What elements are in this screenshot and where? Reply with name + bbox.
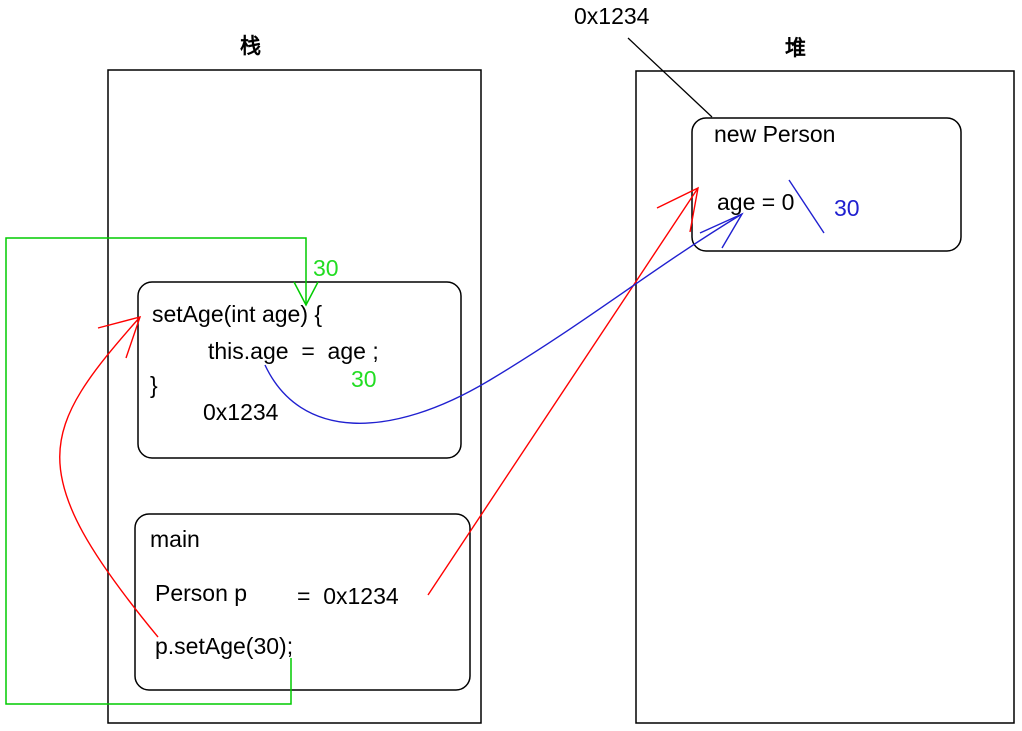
param-pass-arrowhead [293,281,319,307]
stack-region [107,69,482,724]
setage-body: this.age = age ; [208,338,379,364]
reference-arrow-line [427,187,699,596]
assign-arrow-curve [264,213,743,424]
stack-title: 栈 [240,34,261,58]
setage-assigned-value: 30 [351,366,377,392]
setage-this-value: 0x1234 [203,399,279,425]
heap-address-leader [627,37,713,118]
person-object-title: new Person [714,121,835,147]
person-object [691,117,962,252]
param-pass-line [5,237,307,705]
main-call: p.setAge(30); [155,633,293,659]
reference-arrow-head [656,186,699,233]
person-age-new-value: 30 [834,195,860,221]
age-strike-mark [788,179,825,234]
call-arrow-head [97,315,142,359]
heap-region [635,70,1015,724]
setage-param-value: 30 [313,255,339,281]
person-age-field: age = 0 [717,189,794,215]
heap-title: 堆 [785,36,806,60]
setage-frame [137,281,462,459]
main-title: main [150,526,200,552]
main-var-value: = 0x1234 [297,583,399,609]
setage-closing-brace: } [150,372,158,398]
main-var-decl: Person p [155,580,247,606]
assign-arrow-head [699,212,744,249]
setage-signature: setAge(int age) { [152,301,322,327]
heap-address: 0x1234 [574,3,650,29]
main-frame [134,513,471,691]
call-arrow-curve [59,316,159,638]
